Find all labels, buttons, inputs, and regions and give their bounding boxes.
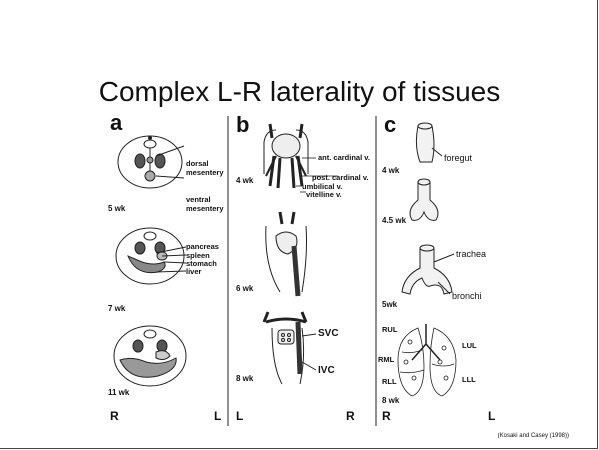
- stage-c-4wk: 4 wk: [382, 166, 399, 175]
- panel-a-11wk-section: [114, 326, 186, 386]
- label-post-cardinal: post. cardinal v.: [312, 174, 369, 182]
- panel-b-6wk-veins: [266, 212, 307, 296]
- label-pancreas: pancreas: [186, 243, 219, 251]
- panel-a-letter: a: [110, 110, 122, 136]
- label-mesentery-dorsal: mesentery: [186, 169, 224, 177]
- label-liver: liver: [186, 268, 201, 276]
- label-bronchi: bronchi: [452, 292, 482, 301]
- panel-c-4wk-foregut: [416, 123, 442, 162]
- panel-c-5wk-bronchi: [402, 245, 454, 294]
- label-lul: LUL: [462, 342, 477, 350]
- stage-c-4.5wk: 4.5 wk: [382, 216, 406, 225]
- figure-drawing: [106, 116, 497, 426]
- stage-a-11wk: 11 wk: [108, 388, 129, 397]
- stage-a-5wk: 5 wk: [108, 204, 125, 213]
- slide-title: Complex L-R laterality of tissues: [0, 76, 599, 108]
- label-mesentery-ventral: mesentery: [186, 205, 224, 213]
- panel-b-letter: b: [236, 112, 249, 138]
- label-vitelline: vitelline v.: [306, 191, 342, 199]
- panel-c-right-side: L: [488, 409, 495, 423]
- panel-b-right-side: R: [346, 409, 355, 423]
- label-ivc: IVC: [318, 366, 335, 376]
- panel-a-right-side: L: [214, 409, 221, 423]
- label-trachea: trachea: [456, 250, 486, 259]
- stage-c-5wk: 5wk: [382, 300, 397, 309]
- label-dorsal: dorsal: [186, 160, 209, 168]
- label-ventral: ventral: [186, 196, 211, 204]
- stage-b-4wk: 4 wk: [236, 176, 253, 185]
- label-lll: LLL: [462, 376, 476, 384]
- label-ant-cardinal: ant. cardinal v.: [318, 154, 370, 162]
- label-foregut: foregut: [444, 154, 472, 163]
- stage-a-7wk: 7 wk: [108, 304, 125, 313]
- panel-a-7wk-section: [116, 228, 186, 284]
- stage-b-6wk: 6 wk: [236, 284, 253, 293]
- stage-c-8wk: 8 wk: [382, 396, 399, 405]
- panel-c-letter: c: [384, 112, 396, 138]
- label-rul: RUL: [382, 326, 397, 334]
- panel-c-4.5wk-foregut: [410, 179, 438, 220]
- citation: (Kosaki and Casey (1998)): [498, 433, 569, 439]
- label-rll: RLL: [382, 378, 397, 386]
- panel-c-8wk-lungs: [398, 324, 456, 396]
- laterality-figure: a b c dorsal mesentery ventral mesentery…: [106, 116, 497, 426]
- label-rml: RML: [378, 356, 394, 364]
- panel-a-left-side: R: [110, 409, 119, 423]
- stage-b-8wk: 8 wk: [236, 374, 253, 383]
- panel-b-8wk-veins: [264, 312, 316, 384]
- panel-b-left-side: L: [236, 409, 243, 423]
- panel-b-4wk-veins: [264, 124, 308, 188]
- panel-a-5wk-section: [118, 136, 184, 188]
- label-svc: SVC: [318, 329, 339, 339]
- panel-c-left-side: R: [382, 409, 391, 423]
